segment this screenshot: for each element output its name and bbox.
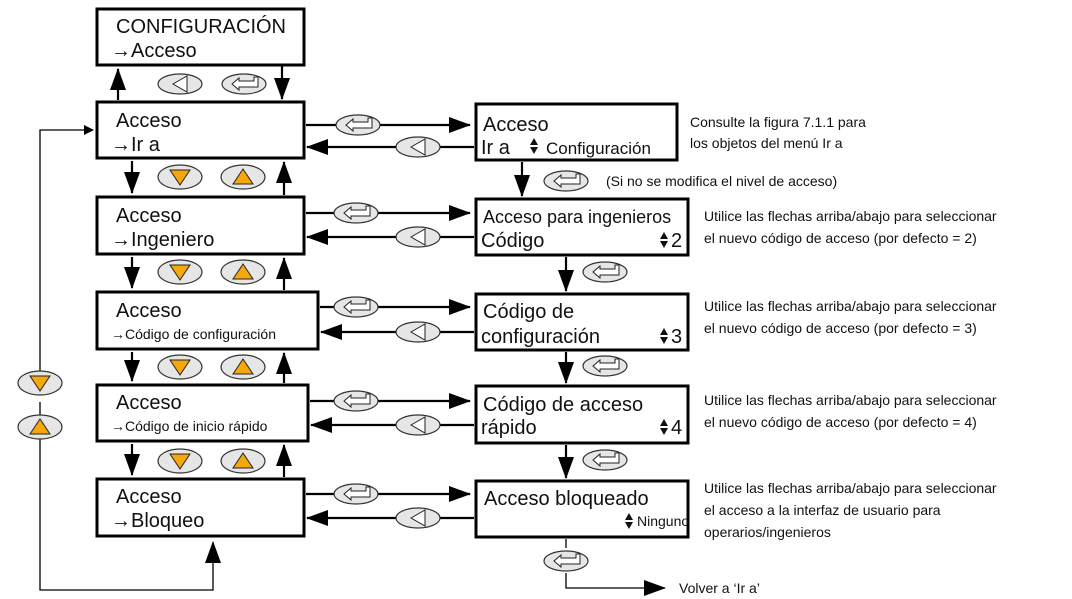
back-button[interactable] <box>395 507 441 529</box>
down-button[interactable] <box>157 164 203 190</box>
top-box-item: →Acceso <box>111 40 197 62</box>
note-line: el acceso a la interfaz de usuario para <box>704 502 941 518</box>
vertical-nav-4 <box>124 444 292 477</box>
enter-button[interactable] <box>543 550 589 572</box>
back-button[interactable] <box>395 414 441 436</box>
left-box-item: →Código de inicio rápido <box>111 418 268 434</box>
right-box-ingeniero: Acceso para ingenieros Código 2 <box>474 197 690 257</box>
right-box-value: 2 <box>671 230 682 252</box>
top-config-box: CONFIGURACIÓN →Acceso <box>95 7 306 67</box>
down-button[interactable] <box>157 448 203 474</box>
note-line: el nuevo código de acceso (por defecto =… <box>704 320 977 336</box>
right-box-codigo-configuracion: Código de configuración 3 <box>474 292 690 352</box>
left-box-codigo-configuracion: Acceso →Código de configuración <box>95 290 320 351</box>
vertical-nav-3 <box>124 352 292 383</box>
right-box-title: Acceso <box>483 114 549 136</box>
note-line: Utilice las flechas arriba/abajo para se… <box>704 208 997 224</box>
note-line: operarios/ingenieros <box>704 524 831 540</box>
left-box-title: Acceso <box>116 110 182 132</box>
access-level-note: (Si no se modifica el nivel de acceso) <box>606 173 837 189</box>
row-connections <box>306 114 474 529</box>
note-line: los objetos del menú Ir a <box>690 135 843 151</box>
enter-button[interactable] <box>221 73 267 95</box>
back-button[interactable] <box>395 226 441 248</box>
note-line: Utilice las flechas arriba/abajo para se… <box>704 298 997 314</box>
down-button[interactable] <box>157 259 203 285</box>
enter-button[interactable] <box>333 202 379 224</box>
right-box-codigo-rapido: Código de acceso rápido 4 <box>474 384 690 445</box>
vertical-nav-1 <box>124 161 292 195</box>
down-button[interactable] <box>157 354 203 380</box>
right-vertical-flow: (Si no se modifica el nivel de acceso) V… <box>514 162 837 596</box>
note-quick-code: Utilice las flechas arriba/abajo para se… <box>704 392 997 430</box>
note-line: Utilice las flechas arriba/abajo para se… <box>704 480 997 496</box>
note-line: el nuevo código de acceso (por defecto =… <box>704 230 977 246</box>
enter-button[interactable] <box>543 170 589 192</box>
up-button[interactable] <box>220 448 266 474</box>
back-button[interactable] <box>395 136 441 158</box>
return-label: Volver a ‘Ir a’ <box>679 580 760 596</box>
up-button[interactable] <box>17 414 63 440</box>
right-box-bloqueo: Acceso bloqueado Ninguno <box>474 479 690 539</box>
back-button[interactable] <box>395 321 441 343</box>
right-box-title: Código de <box>483 301 574 323</box>
up-button[interactable] <box>220 354 266 380</box>
left-box-codigo-inicio-rapido: Acceso →Código de inicio rápido <box>95 383 310 443</box>
left-box-title: Acceso <box>116 486 182 508</box>
enter-button[interactable] <box>335 114 381 136</box>
vertical-nav-2 <box>124 257 292 290</box>
left-box-title: Acceso <box>116 300 182 322</box>
left-box-item: →Ir a <box>111 134 161 156</box>
right-box-value: Ninguno <box>637 513 689 529</box>
left-box-bloqueo: Acceso →Bloqueo <box>95 477 306 538</box>
enter-button[interactable] <box>582 355 628 377</box>
down-button[interactable] <box>17 370 63 396</box>
back-button[interactable] <box>157 73 203 95</box>
right-box-label: Código <box>481 230 544 252</box>
right-box-ir-a: Acceso Ir a Configuración <box>474 102 679 162</box>
left-box-title: Acceso <box>116 205 182 227</box>
right-box-value: Configuración <box>546 139 651 158</box>
right-box-label: configuración <box>481 326 600 348</box>
top-box-title: CONFIGURACIÓN <box>116 15 286 38</box>
note-lock: Utilice las flechas arriba/abajo para se… <box>704 480 997 540</box>
note-config-code: Utilice las flechas arriba/abajo para se… <box>704 298 997 336</box>
left-box-item: →Ingeniero <box>111 229 214 251</box>
left-box-ingeniero: Acceso →Ingeniero <box>95 195 306 256</box>
right-box-value: 3 <box>671 326 682 348</box>
right-box-label: rápido <box>481 417 537 439</box>
left-box-item: →Bloqueo <box>111 510 204 532</box>
up-button[interactable] <box>220 259 266 285</box>
left-box-title: Acceso <box>116 392 182 414</box>
enter-button[interactable] <box>333 390 379 412</box>
enter-button[interactable] <box>333 483 379 505</box>
right-box-title: Acceso bloqueado <box>484 488 649 510</box>
right-box-value: 4 <box>671 417 682 439</box>
note-line: Utilice las flechas arriba/abajo para se… <box>704 392 997 408</box>
left-loop <box>17 125 221 591</box>
enter-button[interactable] <box>333 296 379 318</box>
enter-button[interactable] <box>582 449 628 471</box>
right-box-title: Código de acceso <box>483 394 643 416</box>
right-box-title: Acceso para ingenieros <box>483 207 671 227</box>
note-line: Consulte la figura 7.1.1 para <box>690 114 866 130</box>
note-line: el nuevo código de acceso (por defecto =… <box>704 414 977 430</box>
right-box-label: Ir a <box>481 137 511 159</box>
left-box-item: →Código de configuración <box>111 326 276 342</box>
enter-button[interactable] <box>582 261 628 283</box>
up-button[interactable] <box>220 164 266 190</box>
left-box-ir-a: Acceso →Ir a <box>95 100 306 160</box>
note-engineer-code: Utilice las flechas arriba/abajo para se… <box>704 208 997 246</box>
note-goto: Consulte la figura 7.1.1 para los objeto… <box>690 114 866 151</box>
